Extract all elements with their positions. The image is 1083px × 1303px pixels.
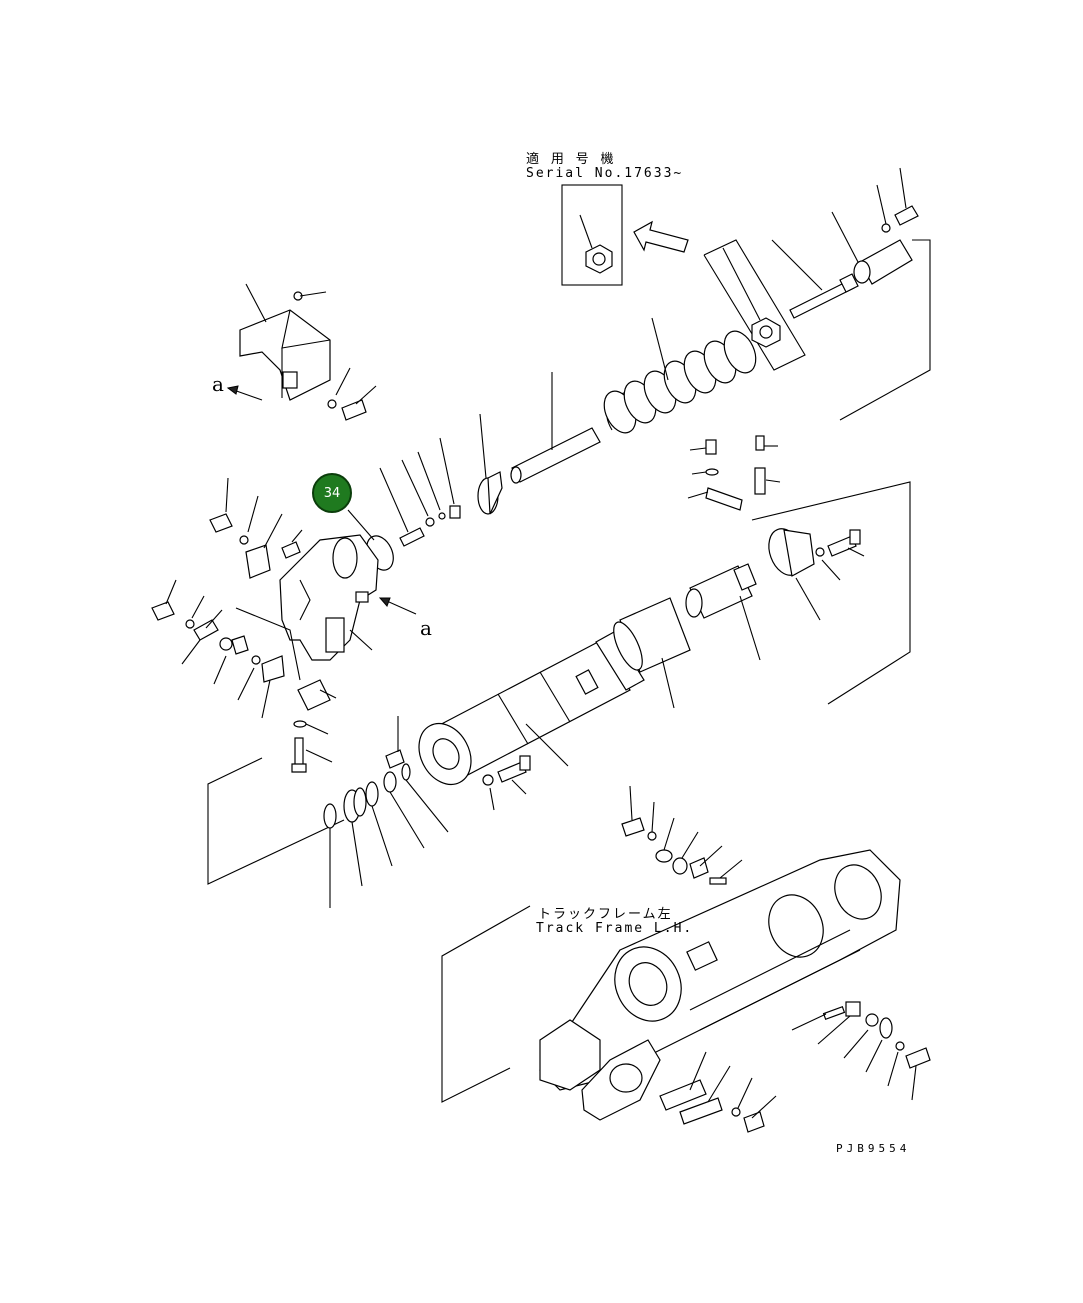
small-fasteners: [347, 437, 461, 571]
right-cap-box: [751, 481, 911, 705]
serial-inset: [561, 184, 689, 286]
drawing-code: PJB9554: [836, 1142, 911, 1155]
view-mark-upper: a: [212, 372, 226, 396]
seal-rings: [207, 757, 449, 908]
piston: [477, 413, 503, 515]
cylinder-tube: [385, 631, 645, 811]
adjuster-assembly: [703, 167, 931, 421]
recoil-spring: [603, 317, 757, 434]
serial-note-en: Serial No.17633~: [526, 166, 684, 181]
bushing: [613, 597, 691, 709]
yoke-assembly: [151, 477, 417, 773]
grease-fittings: [685, 435, 781, 661]
track-frame: [441, 785, 931, 1133]
frame-label-en: Track Frame L.H.: [536, 921, 694, 936]
view-mark-lower: a: [420, 616, 434, 640]
guard-cover: [226, 283, 377, 421]
rod: [510, 372, 601, 484]
frame-label-jp: トラックフレーム左: [538, 907, 673, 922]
serial-note-jp: 適 用 号 機: [526, 152, 616, 167]
callout-34-button[interactable]: 34: [312, 473, 352, 513]
